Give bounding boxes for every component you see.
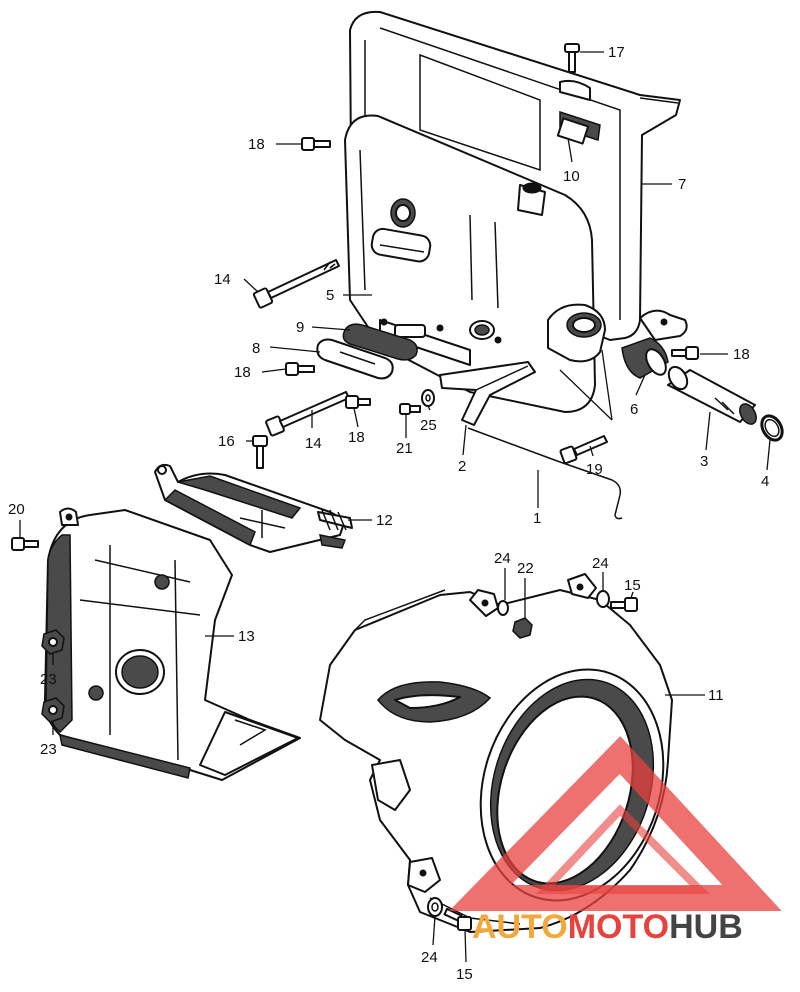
callout-labels: 17 18 10 7 14 5 9 8 18 18 14 18 21 25 6 … [8, 44, 769, 983]
wire-rod-1 [467, 427, 623, 520]
washer-24-lower [427, 897, 443, 917]
callout-25: 25 [420, 417, 437, 434]
upper-heat-shield-12 [154, 463, 353, 553]
callout-10: 10 [563, 168, 580, 185]
callout-14-upper: 14 [214, 271, 231, 288]
bolt-17 [564, 43, 580, 73]
bolt-19 [559, 435, 608, 465]
callout-18-top: 18 [248, 136, 265, 153]
callout-3: 3 [700, 453, 708, 470]
lower-heat-shield-13 [44, 507, 301, 781]
nut-23-lower [41, 697, 65, 723]
leader-lines [19, 51, 771, 963]
watermark-hub: HUB [669, 908, 743, 946]
callout-16: 16 [218, 433, 235, 450]
callout-19: 19 [586, 461, 603, 478]
watermark-auto: AUTO [472, 908, 568, 946]
callout-8: 8 [252, 340, 260, 357]
callout-18-center: 18 [348, 429, 365, 446]
gasket-9 [342, 323, 418, 361]
callout-21: 21 [396, 440, 413, 457]
callout-4: 4 [761, 473, 769, 490]
callout-23-upper: 23 [40, 671, 57, 688]
nut-23-upper [41, 629, 65, 655]
callout-7: 7 [678, 176, 686, 193]
callout-24-upper-right: 24 [592, 555, 609, 572]
long-bolt-14-lower [265, 391, 350, 437]
callout-22: 22 [517, 560, 534, 577]
callout-1: 1 [533, 510, 541, 527]
callout-18-left: 18 [234, 364, 251, 381]
exhaust-joint-6 [621, 309, 688, 379]
bolt-15-lower [443, 907, 472, 931]
bolt-18-left [285, 362, 315, 376]
watermark-text: AUTOMOTOHUB [472, 908, 743, 947]
callout-5: 5 [326, 287, 334, 304]
muffler-inner-body [344, 114, 606, 413]
callout-12: 12 [376, 512, 393, 529]
callout-23-lower: 23 [40, 741, 57, 758]
callout-14-lower: 14 [305, 435, 322, 452]
mounting-bracket-2 [439, 361, 536, 426]
washer-24-upper-left [497, 600, 509, 616]
bolt-18-right [671, 346, 699, 360]
bolt-20 [11, 537, 39, 551]
watermark-moto: MOTO [567, 908, 670, 946]
bolt-18-top [301, 137, 331, 151]
bolt-21 [399, 403, 421, 415]
callout-6: 6 [630, 401, 638, 418]
bolt-15-upper [610, 597, 638, 612]
callout-17: 17 [608, 44, 625, 61]
washer-25 [421, 389, 435, 407]
triangle-logo-icon [449, 736, 782, 911]
callout-15-upper: 15 [624, 577, 641, 594]
gasket-ring-4 [760, 414, 784, 442]
callout-18-right: 18 [733, 346, 750, 363]
tail-pipe-3 [667, 365, 757, 425]
callout-11: 11 [708, 687, 724, 704]
callout-15-lower: 15 [456, 966, 473, 983]
long-bolt-14-upper [252, 259, 340, 309]
bolt-18-center [345, 395, 371, 409]
callout-24-lower: 24 [421, 949, 438, 966]
callout-9: 9 [296, 319, 304, 336]
flange-plate-8 [316, 338, 394, 380]
bolt-16 [252, 435, 268, 469]
callout-13: 13 [238, 628, 255, 645]
washer-24-upper-right [596, 590, 610, 608]
callout-20: 20 [8, 501, 25, 518]
callout-24-upper-left: 24 [494, 550, 511, 567]
callout-2: 2 [458, 458, 466, 475]
